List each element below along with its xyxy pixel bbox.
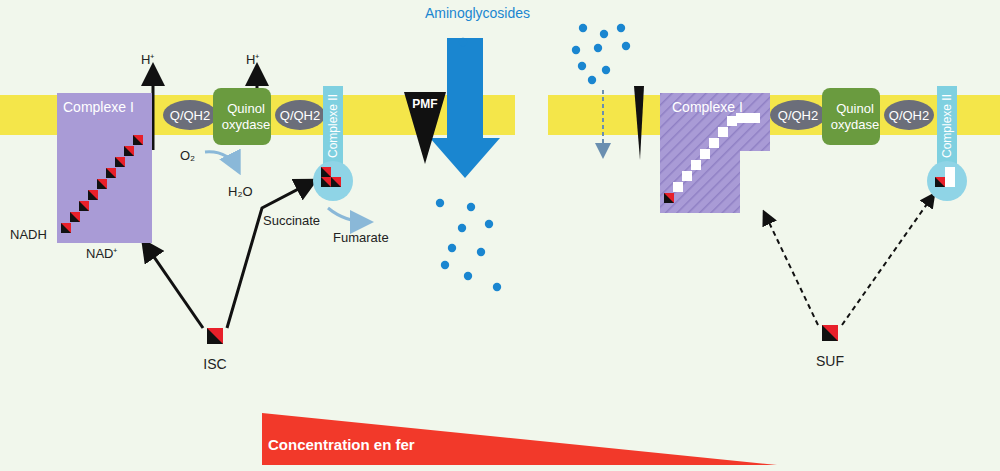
node-text: Complexe II [940, 94, 954, 158]
complex-box: Complexe I [57, 93, 152, 243]
node-text: Quinol oxydase [822, 101, 888, 132]
quinone-ellipse: Q/QH2 [884, 100, 934, 130]
complex-bar: Complexe II [926, 86, 968, 201]
assembly-arrow [144, 243, 203, 328]
assembly-arrow [765, 213, 819, 325]
node-shape [810, 325, 850, 377]
node-text: Complexe I [63, 99, 134, 115]
molecule-label: O₂ [180, 148, 195, 163]
node-text: Q/QH2 [778, 108, 818, 123]
molecule-label: H₂O [228, 184, 253, 199]
node-text: Complexe I [672, 99, 743, 115]
node-text: ISC [203, 356, 226, 372]
node-text: Q/QH2 [889, 108, 929, 123]
node-shape [57, 93, 152, 243]
node-shape [195, 328, 235, 380]
molecule-label: Succinate [263, 213, 320, 228]
drug-label: Aminoglycosides [425, 5, 530, 21]
quinone-ellipse: Q/QH2 [275, 100, 325, 130]
complex-bar: Complexe II [313, 86, 353, 201]
molecule-label: Fumarate [333, 230, 389, 245]
molecule-label: H⁺ [246, 50, 259, 68]
node-text: Complexe II [326, 94, 340, 158]
pmf-wedge [634, 86, 644, 160]
membrane-band [548, 95, 1000, 135]
cluster-source: ISC [195, 328, 235, 380]
node-text: Quinol oxydase [213, 101, 279, 132]
gradient-wedge: Concentration en fer [262, 410, 777, 465]
oxidase-box: Quinol oxydase [822, 88, 888, 145]
complex-box: Complexe I [660, 93, 770, 213]
node-text: Q/QH2 [170, 108, 210, 123]
reaction-arrow [205, 152, 238, 170]
quinone-ellipse: Q/QH2 [163, 100, 217, 130]
assembly-arrow [227, 181, 313, 328]
node-text: PMF [412, 97, 437, 111]
aminoglycoside-dots [436, 24, 630, 291]
oxidase-box: Quinol oxydase [213, 88, 279, 145]
uptake-arrow [602, 90, 604, 155]
reaction-arrow [328, 208, 368, 222]
assembly-arrow [842, 195, 933, 325]
molecule-label: NAD⁺ [86, 244, 117, 262]
molecule-label: H⁺ [141, 50, 154, 68]
pmf-triangle: PMF [404, 92, 446, 164]
quinone-ellipse: Q/QH2 [770, 100, 826, 130]
node-text: SUF [816, 353, 844, 369]
node-text: Q/QH2 [280, 108, 320, 123]
cluster-source: SUF [810, 325, 850, 377]
molecule-label: NADH [10, 227, 47, 242]
node-text: Concentration en fer [268, 436, 415, 453]
